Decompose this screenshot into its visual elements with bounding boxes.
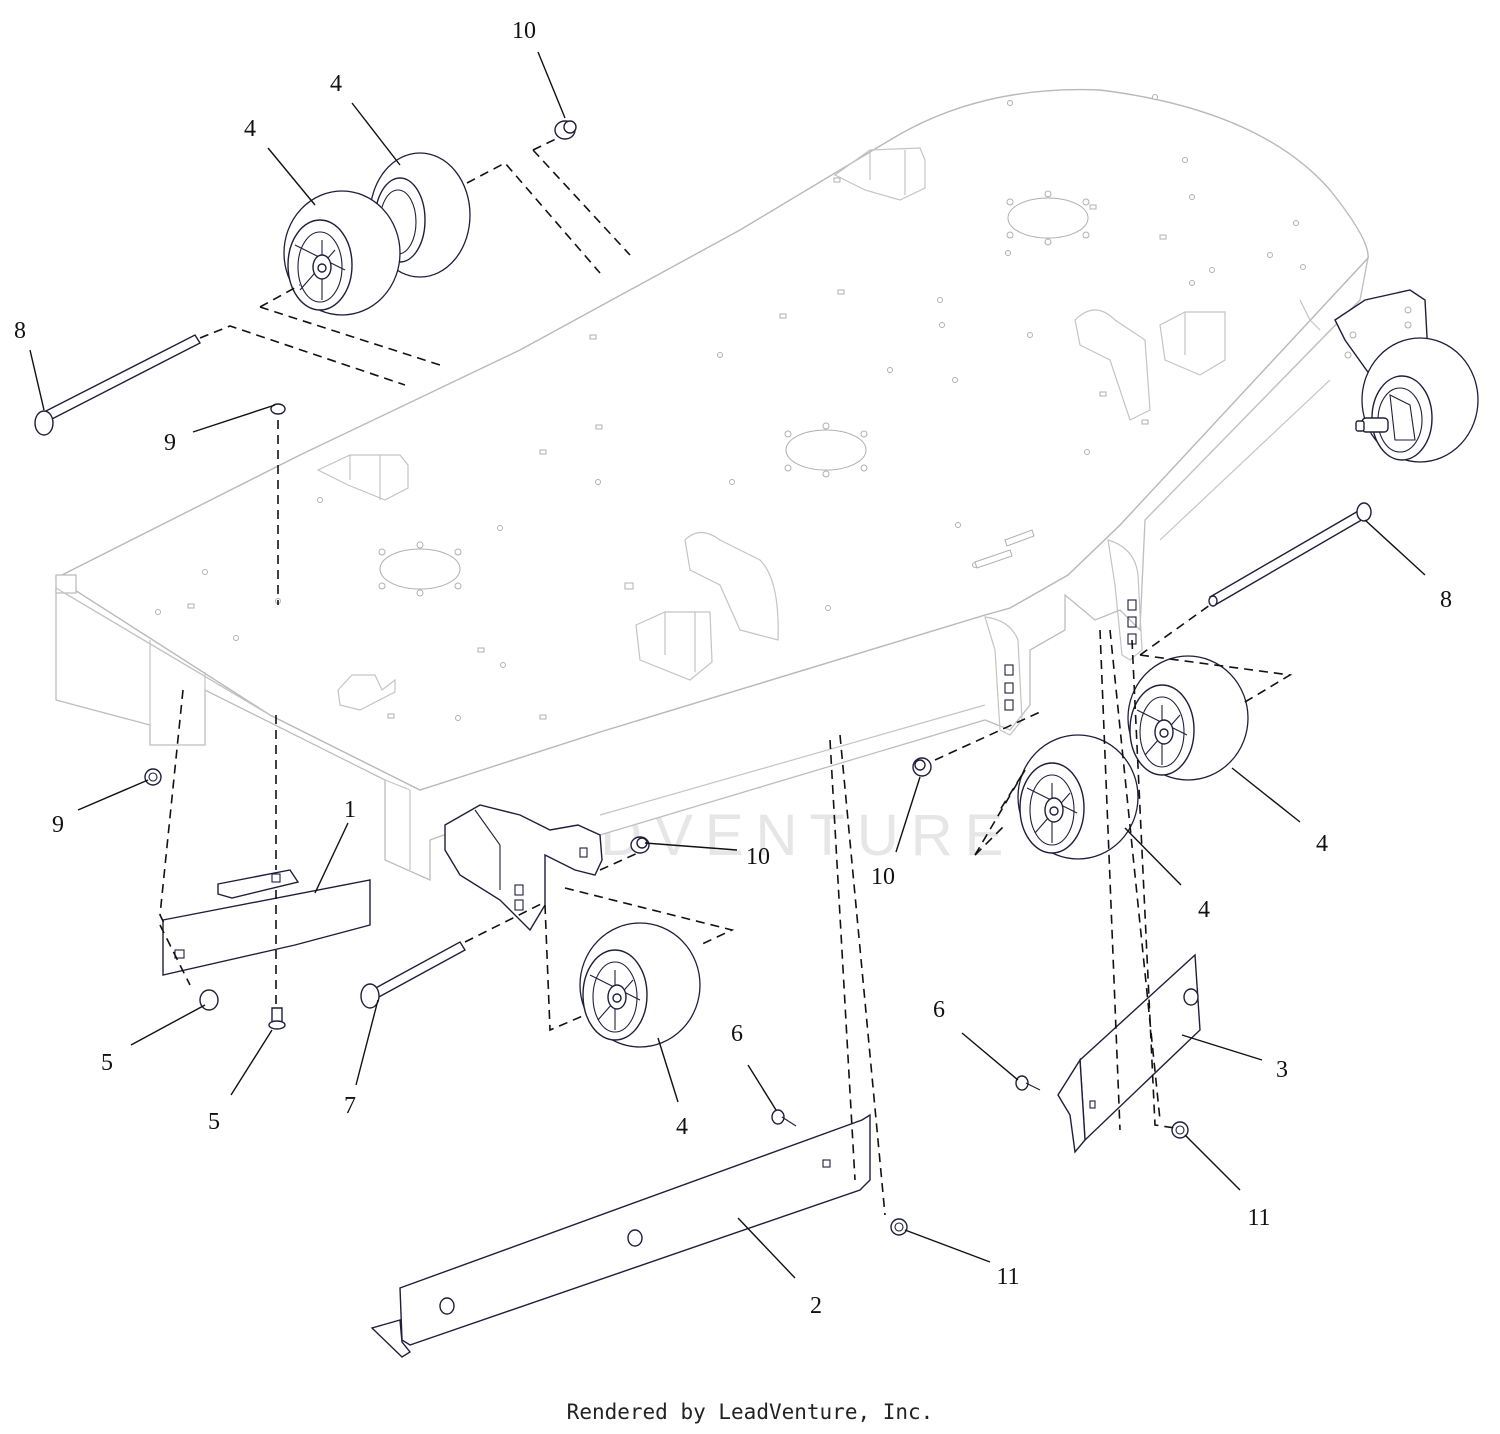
callout-9-top: 9 [164, 430, 176, 456]
rear-right-wheel-assembly [1334, 289, 1479, 463]
callout-10-right: 10 [871, 864, 895, 890]
bolt-9-top [270, 403, 286, 415]
assembly-dashed-lines [159, 136, 1293, 1216]
wheel-top-front [283, 190, 401, 316]
callout-3: 3 [1276, 1057, 1288, 1083]
callout-10-top: 10 [512, 18, 536, 44]
callout-4-right-rear: 4 [1316, 831, 1328, 857]
callout-4-top-front: 4 [244, 116, 256, 142]
left-side-bracket [444, 804, 603, 932]
mower-deck [54, 88, 1370, 882]
nut-10-middle [630, 836, 650, 854]
nut-11-left [890, 1218, 908, 1236]
wheel-lower-left [579, 922, 701, 1048]
right-side-bracket [984, 539, 1143, 736]
callout-8-right: 8 [1440, 587, 1452, 613]
bolt-5-b [268, 1007, 286, 1030]
axle-bolt-left-8 [34, 334, 201, 436]
callout-10-middle: 10 [746, 844, 770, 870]
callout-9-side: 9 [52, 812, 64, 838]
callout-5-a: 5 [101, 1050, 113, 1076]
axle-bolt-right-8 [1208, 502, 1372, 607]
nut-10-top [554, 120, 577, 140]
deck-small-holes [155, 94, 1306, 721]
callout-5-b: 5 [208, 1109, 220, 1135]
callout-1: 1 [344, 797, 356, 823]
bolt-6-right [1015, 1075, 1041, 1091]
spindle-bolt-holes [378, 190, 1090, 597]
callout-6-left: 6 [731, 1021, 743, 1047]
axle-bolt-7 [360, 941, 466, 1009]
callout-4-right-front: 4 [1198, 897, 1210, 923]
leader-lines [29, 51, 1426, 1279]
bolt-6-left [771, 1109, 797, 1127]
plate-1 [162, 869, 371, 976]
callout-4-top-rear: 4 [330, 71, 342, 97]
callout-labels: 10 4 4 8 9 9 1 5 5 7 10 4 6 2 11 10 4 4 … [14, 18, 1452, 1319]
bolt-9-side [144, 768, 162, 786]
callout-4-lower-left: 4 [676, 1114, 688, 1140]
plate-3 [1057, 953, 1201, 1154]
callout-8-left: 8 [14, 318, 26, 344]
callout-11-left: 11 [996, 1264, 1019, 1290]
plate-2 [370, 1113, 871, 1358]
callout-7: 7 [344, 1093, 356, 1119]
callout-11-right: 11 [1247, 1205, 1270, 1231]
deck-brackets [316, 147, 1321, 711]
callout-6-right: 6 [933, 997, 945, 1023]
wheel-right-front [1017, 734, 1139, 860]
render-credit: Rendered by LeadVenture, Inc. [566, 1400, 934, 1424]
nut-11-right [1171, 1121, 1189, 1139]
callout-2: 2 [810, 1293, 822, 1319]
nut-10-right [912, 757, 932, 777]
wheel-right-rear [1127, 655, 1249, 781]
